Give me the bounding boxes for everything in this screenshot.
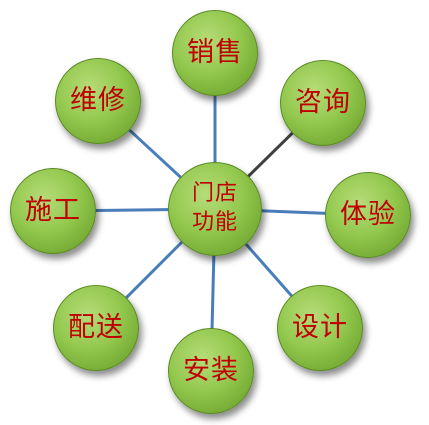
- node-repair-label: 维修: [70, 85, 126, 117]
- node-design: 设计: [277, 285, 363, 371]
- node-construction: 施工: [10, 168, 96, 254]
- node-center: 门店 功能: [168, 162, 262, 256]
- node-consult: 咨询: [280, 60, 366, 146]
- node-experience-label: 体验: [340, 199, 396, 231]
- node-delivery-label: 配送: [68, 312, 124, 344]
- node-design-label: 设计: [292, 312, 348, 344]
- node-construction-label: 施工: [25, 195, 81, 227]
- node-install: 安装: [168, 328, 254, 414]
- node-repair: 维修: [55, 58, 141, 144]
- node-center-label: 门店 功能: [191, 181, 238, 235]
- node-sales: 销售: [172, 10, 258, 96]
- node-delivery: 配送: [53, 285, 139, 371]
- node-consult-label: 咨询: [295, 87, 351, 119]
- node-install-label: 安装: [183, 355, 239, 387]
- node-sales-label: 销售: [187, 37, 243, 69]
- node-experience: 体验: [325, 172, 411, 258]
